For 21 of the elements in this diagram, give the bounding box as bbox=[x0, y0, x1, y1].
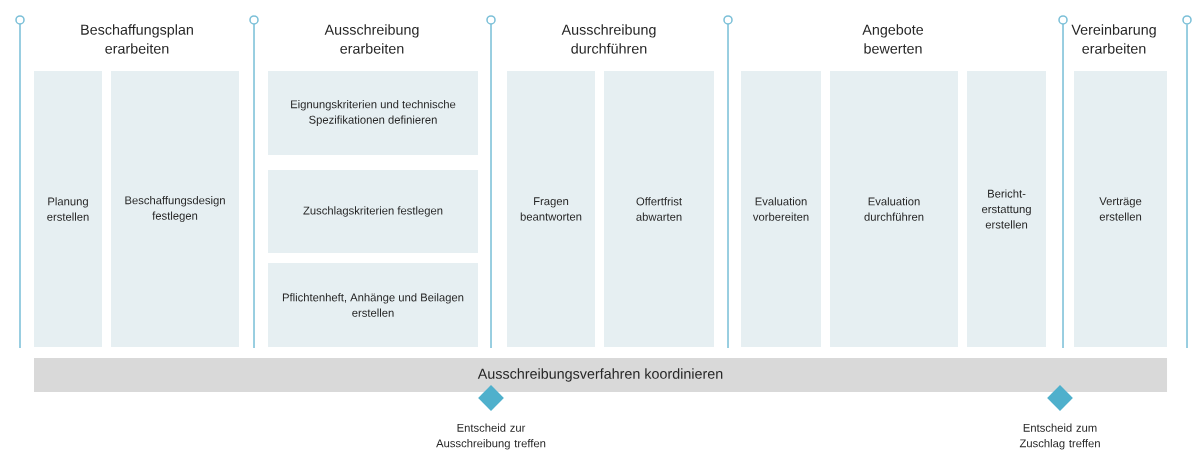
task-box: Eignungskriterien und technische Spezifikationen definieren bbox=[268, 71, 478, 155]
phase-heading: Angebote bewerten bbox=[862, 24, 924, 54]
task-box: Verträge erstellen bbox=[1074, 71, 1168, 347]
phase-heading: Ausschreibung erarbeiten bbox=[324, 24, 419, 54]
phase-heading: Beschaffungsplan erarbeiten bbox=[81, 24, 193, 54]
task-box: Pflichtenheft, Anhänge und Beilagen erstellen bbox=[268, 263, 478, 347]
task-box: Evaluation vorbereiten bbox=[741, 71, 821, 347]
milestone-diamond bbox=[1047, 385, 1073, 411]
process-bar: Ausschreibungsverfahren koordinieren bbox=[34, 358, 1168, 392]
task-box: Zuschlagskriterien festlegen bbox=[268, 170, 478, 253]
task-box: Evaluation durchführen bbox=[830, 71, 958, 347]
milestone-diamond bbox=[478, 385, 504, 411]
phase-heading: Ausschreibung durchführen bbox=[561, 24, 656, 54]
task-box: Planung erstellen bbox=[34, 71, 102, 347]
milestone-label: Entscheid zur Ausschreibung treffen bbox=[436, 423, 546, 450]
task-box: Fragen beantworten bbox=[507, 71, 595, 347]
task-box: Bericht-erstattung erstellen bbox=[967, 71, 1047, 347]
milestone-label: Entscheid zum Zuschlag treffen bbox=[1019, 423, 1100, 450]
phase-heading: Vereinbarung erarbeiten bbox=[1071, 24, 1156, 54]
task-box: Beschaffungsdesign festlegen bbox=[111, 71, 239, 347]
task-box: Offertfrist abwarten bbox=[604, 71, 714, 347]
